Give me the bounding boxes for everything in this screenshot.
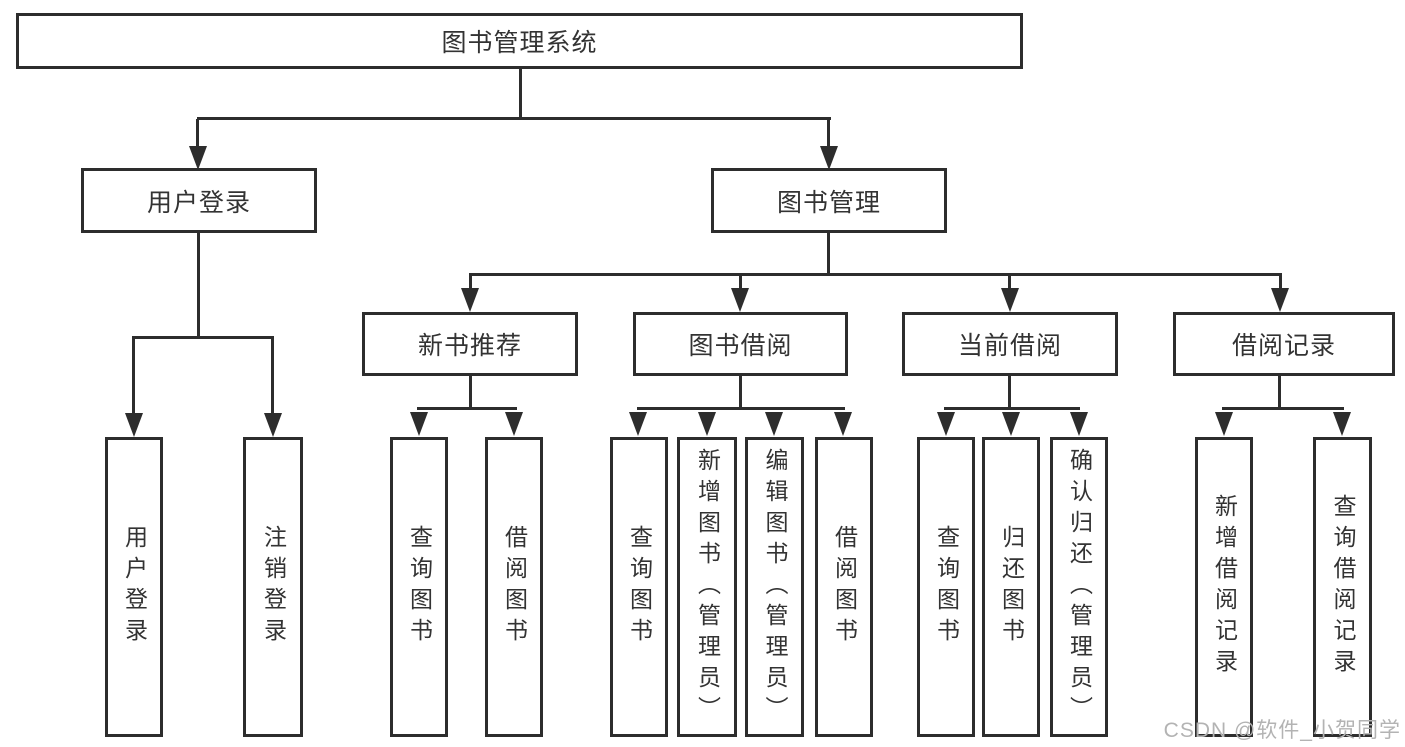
arrow-down-icon: [834, 412, 852, 436]
node-label: 新增借阅记录: [1211, 494, 1238, 680]
arrow-down-icon: [731, 288, 749, 312]
connector-line: [132, 339, 135, 413]
arrow-down-icon: [1002, 412, 1020, 436]
csdn-watermark: CSDN @软件_小贺同学: [1163, 719, 1401, 742]
arrow-down-icon: [505, 412, 523, 436]
arrow-down-icon: [189, 146, 207, 170]
node-borrowing-records: 借阅记录: [1173, 312, 1395, 376]
node-label: 新书推荐: [417, 332, 522, 360]
connector-line: [519, 69, 522, 117]
arrow-down-icon: [1070, 412, 1088, 436]
arrow-down-icon: [1215, 412, 1233, 436]
leaf-current-query-books: 查询图书: [917, 437, 975, 737]
leaf-current-return-books: 归还图书: [982, 437, 1040, 737]
leaf-user-login: 用户登录: [105, 437, 163, 737]
arrow-down-icon: [765, 412, 783, 436]
connector-line: [637, 407, 845, 410]
node-label: 注销登录: [260, 525, 287, 649]
node-label: 编辑图书（管理员）: [762, 447, 788, 727]
node-label: 借阅图书: [831, 525, 858, 649]
node-label: 查询图书: [933, 525, 960, 649]
node-label: 确认归还（管理员）: [1066, 447, 1093, 727]
connector-line: [1222, 407, 1344, 410]
node-label: 归还图书: [998, 525, 1025, 649]
node-book-borrowing: 图书借阅: [633, 312, 848, 376]
node-library-management-system: 图书管理系统: [16, 13, 1023, 69]
connector-line: [827, 233, 830, 273]
connector-line: [197, 233, 200, 336]
arrow-down-icon: [820, 146, 838, 170]
node-label: 当前借阅: [957, 332, 1062, 360]
arrow-down-icon: [1271, 288, 1289, 312]
node-label: 借阅图书: [501, 525, 528, 649]
connector-line: [132, 336, 274, 339]
node-label: 图书管理: [776, 188, 881, 217]
node-label: 查询图书: [626, 525, 653, 649]
leaf-logout: 注销登录: [243, 437, 303, 737]
leaf-current-confirm-return-admin: 确认归还（管理员）: [1050, 437, 1108, 737]
node-book-management: 图书管理: [711, 168, 947, 233]
leaf-recommend-query-books: 查询图书: [390, 437, 448, 737]
connector-line: [271, 339, 274, 413]
leaf-records-add-borrow-record: 新增借阅记录: [1195, 437, 1253, 737]
node-label: 新增图书（管理员）: [694, 447, 721, 727]
node-new-book-recommend: 新书推荐: [362, 312, 578, 376]
node-current-borrowing: 当前借阅: [902, 312, 1118, 376]
connector-line: [827, 119, 830, 146]
node-label: 查询图书: [406, 525, 433, 649]
node-label: 用户登录: [146, 188, 251, 217]
arrow-down-icon: [698, 412, 716, 436]
arrow-down-icon: [461, 288, 479, 312]
arrow-down-icon: [629, 412, 647, 436]
node-label: 图书借阅: [688, 332, 793, 360]
connector-line: [1278, 376, 1281, 407]
connector-line: [1008, 376, 1011, 407]
connector-line: [1008, 276, 1011, 288]
connector-line: [1279, 276, 1282, 288]
node-user-login: 用户登录: [81, 168, 317, 233]
leaf-records-query-borrow-record: 查询借阅记录: [1313, 437, 1372, 737]
leaf-borrowing-add-books-admin: 新增图书（管理员）: [677, 437, 737, 737]
leaf-borrowing-edit-books-admin: 编辑图书（管理员）: [745, 437, 804, 737]
arrow-down-icon: [264, 413, 282, 437]
node-label: 借阅记录: [1231, 332, 1336, 360]
connector-line: [469, 276, 472, 288]
connector-line: [739, 276, 742, 288]
connector-line: [469, 273, 1282, 276]
node-label: 用户登录: [121, 525, 148, 649]
arrow-down-icon: [1333, 412, 1351, 436]
arrow-down-icon: [410, 412, 428, 436]
connector-line: [469, 376, 472, 407]
node-label: 图书管理系统: [441, 29, 598, 57]
connector-line: [417, 407, 517, 410]
connector-line: [739, 376, 742, 407]
arrow-down-icon: [937, 412, 955, 436]
node-label: 查询借阅记录: [1330, 494, 1356, 680]
leaf-borrowing-borrow-books: 借阅图书: [815, 437, 873, 737]
connector-line: [196, 119, 199, 146]
connector-line: [197, 117, 831, 120]
arrow-down-icon: [1001, 288, 1019, 312]
arrow-down-icon: [125, 413, 143, 437]
leaf-recommend-borrow-books: 借阅图书: [485, 437, 543, 737]
leaf-borrowing-query-books: 查询图书: [610, 437, 668, 737]
connector-line: [944, 407, 1080, 410]
